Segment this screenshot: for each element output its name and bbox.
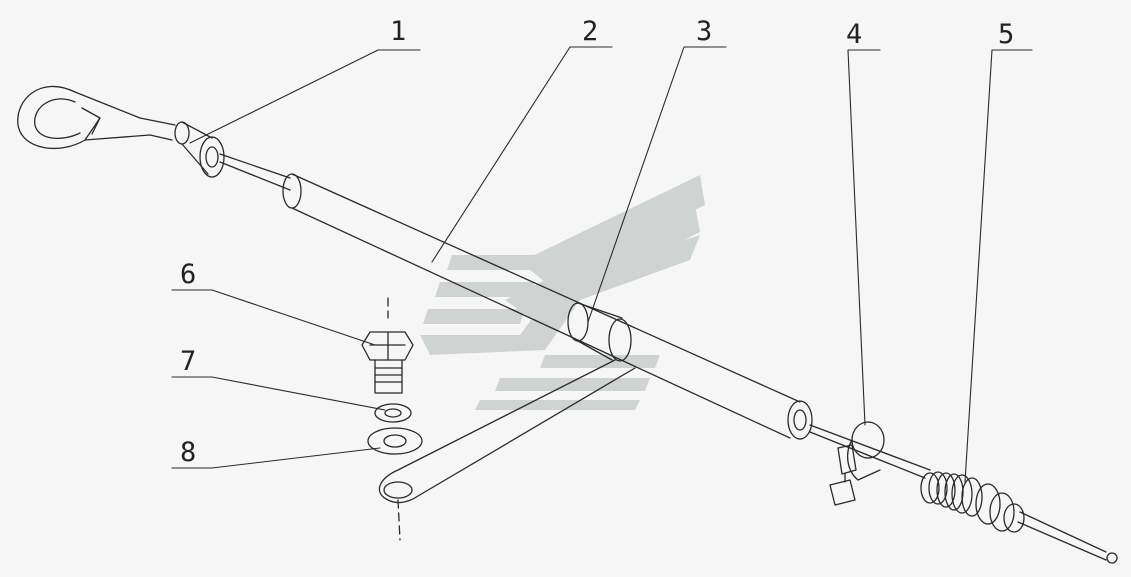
callout-2: 2 <box>582 16 598 47</box>
flat-washer <box>367 427 423 455</box>
watermark-logo <box>420 175 705 410</box>
callout-4: 4 <box>846 19 862 50</box>
cable-clip <box>829 421 885 506</box>
callout-5: 5 <box>998 19 1014 50</box>
threaded-end-fitting <box>920 471 1118 564</box>
cable-housing <box>282 173 813 440</box>
leader-lines <box>171 46 1033 483</box>
handle-sleeve <box>174 121 225 178</box>
inner-wire <box>219 153 291 179</box>
callout-3: 3 <box>696 16 712 47</box>
callout-7: 7 <box>180 346 196 377</box>
hex-bolt <box>361 297 414 394</box>
clamp-collar <box>567 302 632 362</box>
spring-washer <box>374 403 412 423</box>
callout-1: 1 <box>390 16 406 47</box>
mounting-bracket <box>378 359 636 541</box>
pull-handle-hook <box>17 85 176 150</box>
callout-labels: 1 2 3 4 5 6 7 8 <box>180 16 1014 468</box>
callout-8: 8 <box>180 437 196 468</box>
callout-6: 6 <box>180 259 196 290</box>
